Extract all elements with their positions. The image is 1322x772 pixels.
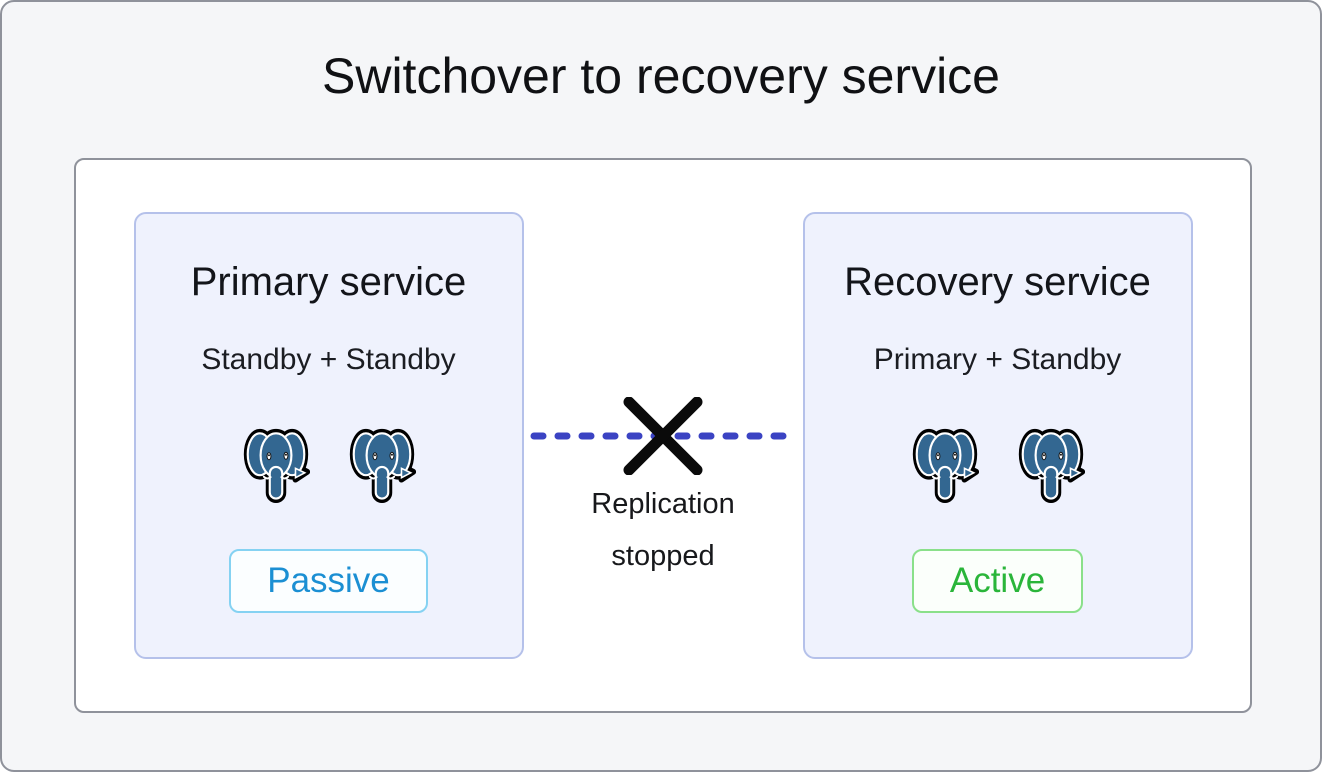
card-subtitle: Standby + Standby — [201, 343, 456, 376]
card-title: Recovery service — [844, 260, 1151, 304]
postgresql-elephant-icon — [349, 428, 416, 503]
primary-service-card: Primary service Standby + Standby — [133, 212, 524, 659]
replication-stopped-label: Replication stopped — [591, 487, 735, 572]
postgresql-elephant-icon — [912, 428, 979, 503]
stopped-cross-icon — [623, 396, 703, 475]
database-icon-row — [242, 425, 416, 503]
database-icon-row — [911, 425, 1085, 503]
passive-status-badge: Passive — [229, 549, 428, 613]
card-subtitle: Primary + Standby — [873, 343, 1122, 376]
diagram-title: Switchover to recovery service — [321, 48, 1000, 104]
replication-connector: Replication stopped — [524, 212, 803, 659]
card-title: Primary service — [190, 260, 467, 304]
active-status-badge: Active — [911, 549, 1084, 613]
postgresql-elephant-icon — [243, 428, 310, 503]
diagram-panel: Primary service Standby + Standby — [74, 158, 1252, 713]
recovery-service-card: Recovery service Primary + Standby — [802, 212, 1193, 659]
postgresql-elephant-icon — [1018, 428, 1085, 503]
